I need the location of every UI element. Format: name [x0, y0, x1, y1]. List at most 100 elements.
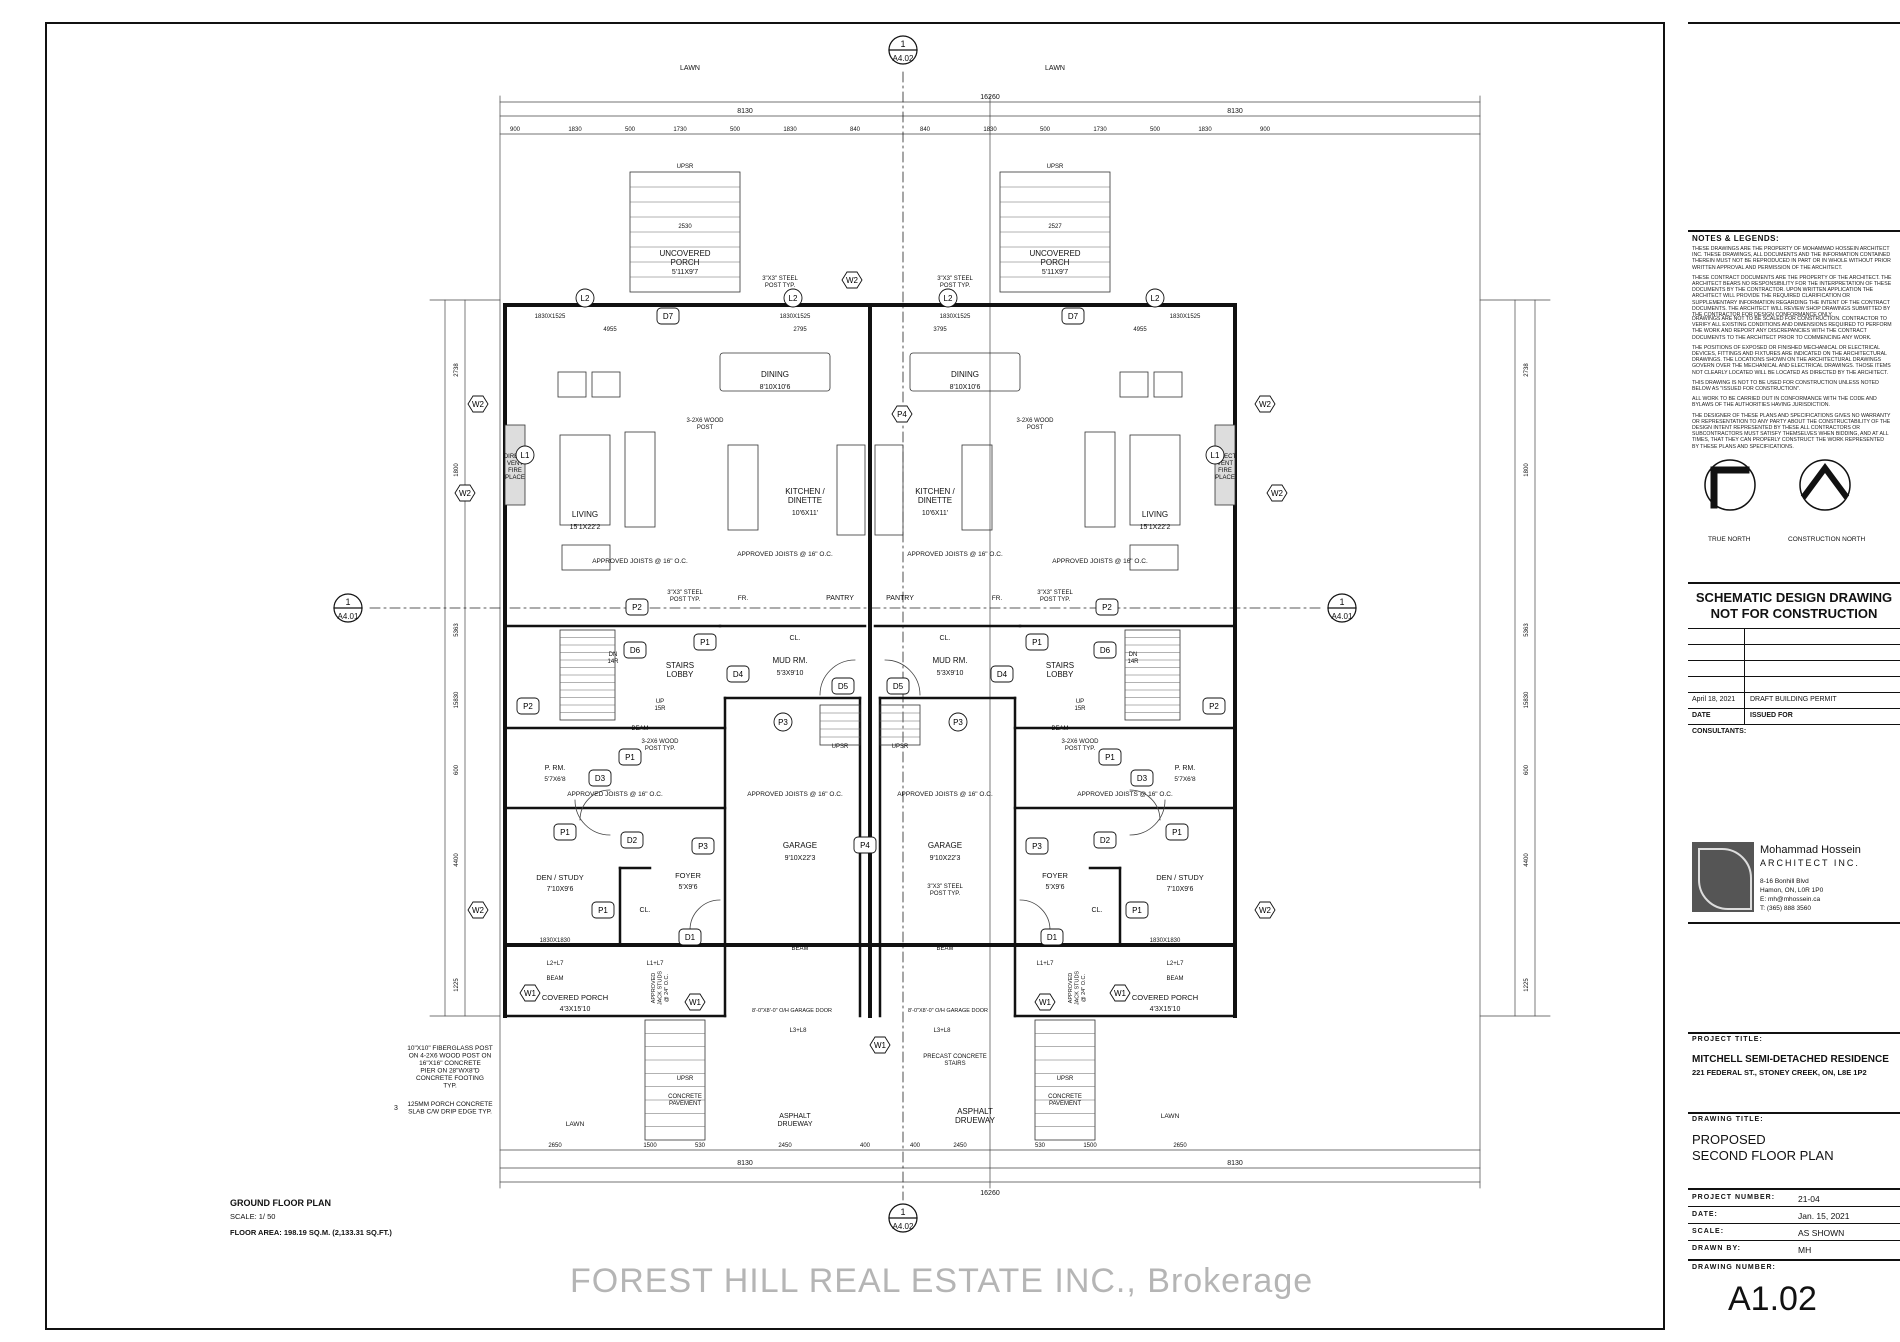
- dimension-text: 1800: [454, 463, 460, 477]
- tag-d5: D5: [886, 677, 910, 695]
- lawn-label: LAWN: [680, 65, 700, 72]
- dimension-text: 1730: [673, 127, 687, 133]
- tag-w2: W2: [467, 901, 489, 919]
- svg-text:P1: P1: [598, 906, 608, 915]
- date-label: DATE:: [1692, 1211, 1718, 1218]
- room-label: DEN / STUDY: [1156, 873, 1204, 882]
- room-dimension: 4'3X15'10: [560, 1006, 591, 1013]
- room-label: FOYER: [675, 871, 701, 880]
- room-label: FR.: [738, 595, 749, 602]
- tag-p1: P1: [618, 748, 642, 766]
- section-marker-right: [1327, 593, 1357, 623]
- svg-text:D5: D5: [838, 682, 849, 691]
- room-label: MUD RM.: [772, 656, 807, 665]
- stair-label: UPSR: [832, 744, 849, 750]
- note-1: THESE DRAWINGS ARE THE PROPERTY OF MOHAM…: [1692, 246, 1891, 271]
- door-swings: [574, 659, 1166, 931]
- room-dimension: 10'6X11': [922, 510, 948, 517]
- beam-label: BEAM: [546, 976, 563, 982]
- section-marker-top: [888, 35, 918, 65]
- dimension-text: 8130: [737, 1160, 753, 1167]
- dimension-text: 1830: [568, 127, 582, 133]
- true-north-arrow: [1704, 459, 1756, 511]
- stair-label: UPSR: [677, 164, 694, 170]
- notes-heading: NOTES & LEGENDS:: [1692, 234, 1780, 243]
- tag-p2: P2: [625, 598, 649, 616]
- tag-d7: D7: [1061, 307, 1085, 325]
- svg-text:P1: P1: [1105, 753, 1115, 762]
- room-dimension: 9'10X22'3: [930, 855, 961, 862]
- interior-walls: [503, 624, 1237, 1018]
- project-number-label: PROJECT NUMBER:: [1692, 1194, 1776, 1201]
- dimension-text: 1830: [1198, 127, 1212, 133]
- firm-email: E: mh@mhossein.ca: [1760, 896, 1821, 903]
- construction-north-arrow: [1799, 459, 1851, 511]
- dimension-text: 2650: [548, 1143, 562, 1149]
- tag-l2: L2: [783, 288, 803, 308]
- room-dimension: 10'6X11': [792, 510, 818, 517]
- plan-caption-scale: SCALE: 1/ 50: [230, 1212, 276, 1221]
- joist-note: APPROVED JOISTS @ 16" O.C.: [897, 791, 993, 798]
- firm-sub: ARCHITECT INC.: [1760, 858, 1860, 868]
- room-label: KITCHEN /DINETTE: [915, 487, 955, 505]
- room-label: MUD RM.: [932, 656, 967, 665]
- dimension-text: 4955: [603, 327, 617, 333]
- svg-text:L2: L2: [1151, 294, 1160, 303]
- schematic-line-2: NOT FOR CONSTRUCTION: [1710, 606, 1878, 621]
- firm-tel: T: (365) 888 3560: [1760, 905, 1811, 912]
- lintel-label: L2+L7: [547, 961, 565, 967]
- room-dimension: 5'7X6'8: [1174, 776, 1196, 783]
- plan-caption-title: GROUND FLOOR PLAN: [230, 1198, 331, 1208]
- tag-w1: W1: [684, 993, 706, 1011]
- issued-for-header: ISSUED FOR: [1750, 712, 1793, 719]
- svg-text:P1: P1: [625, 753, 635, 762]
- section-tag-number: 1: [345, 597, 350, 607]
- svg-text:P2: P2: [1102, 603, 1112, 612]
- dimension-text: 1830: [783, 127, 797, 133]
- lawn-label: LAWN: [566, 1121, 585, 1128]
- svg-text:D4: D4: [997, 670, 1008, 679]
- dimension-text: 5363: [1524, 623, 1530, 637]
- tag-l2: L2: [1145, 288, 1165, 308]
- issue-for: DRAFT BUILDING PERMIT: [1750, 696, 1837, 703]
- dimension-text: 4955: [1133, 327, 1147, 333]
- tag-p2: P2: [1095, 598, 1119, 616]
- tag-p3: P3: [691, 837, 715, 855]
- beam-label: BEAM: [631, 726, 648, 732]
- room-dimension: 15'1X22'2: [1140, 524, 1171, 531]
- drawing-title-label: DRAWING TITLE:: [1692, 1116, 1764, 1123]
- dimension-text: 2795: [793, 327, 807, 333]
- room-label: PANTRY: [826, 595, 854, 602]
- tag-w1: W1: [519, 984, 541, 1002]
- dimension-text: 1500: [643, 1143, 657, 1149]
- room-dimension: 4'3X15'10: [1150, 1006, 1181, 1013]
- note-4: THE POSITIONS OF EXPOSED OR FINISHED MEC…: [1692, 344, 1891, 376]
- note-label: APPROVEDJACK STUDS@ 24" O.C.: [651, 971, 670, 1006]
- tag-d6: D6: [1093, 641, 1117, 659]
- note-label: APPROVEDJACK STUDS@ 24" O.C.: [1068, 971, 1087, 1006]
- drawn-by-label: DRAWN BY:: [1692, 1245, 1741, 1252]
- svg-text:W2: W2: [846, 276, 859, 285]
- svg-text:D1: D1: [1047, 933, 1058, 942]
- note-3: DRAWINGS ARE NOT TO BE SCALED FOR CONSTR…: [1692, 316, 1892, 341]
- room-dimension: 5'11X9'7: [1042, 269, 1068, 276]
- dimension-text: 600: [1524, 764, 1530, 775]
- tag-d6: D6: [623, 641, 647, 659]
- room-label: DINING: [761, 370, 789, 379]
- svg-text:W2: W2: [1259, 400, 1272, 409]
- tag-d1: D1: [678, 928, 702, 946]
- dimension-text: 400: [860, 1143, 871, 1149]
- date-value: Jan. 15, 2021: [1798, 1211, 1850, 1221]
- svg-text:P3: P3: [778, 718, 788, 727]
- tag-d1: D1: [1040, 928, 1064, 946]
- scale-value: AS SHOWN: [1798, 1228, 1845, 1238]
